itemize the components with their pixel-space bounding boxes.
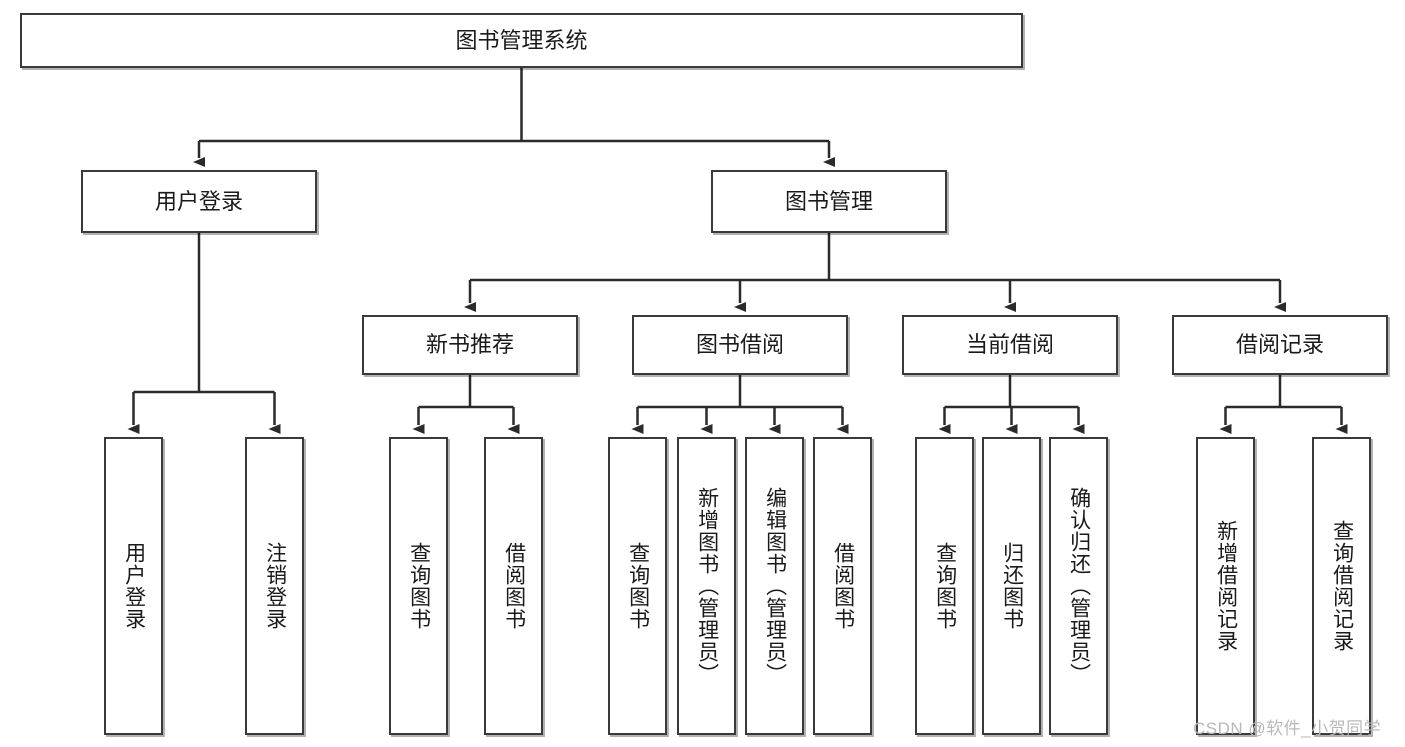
node-current-borrow-label: 当前借阅 <box>965 332 1054 358</box>
leaf-current-confirm-return[interactable]: 确认归还（管理员） <box>1049 437 1108 735</box>
leaf-borrow-borrow-book-label: 借阅图书 <box>831 542 855 630</box>
node-book-manage-label: 图书管理 <box>784 188 873 214</box>
leaf-current-return-book-label: 归还图书 <box>1000 542 1024 630</box>
node-borrow-record[interactable]: 借阅记录 <box>1172 315 1388 375</box>
node-book-manage[interactable]: 图书管理 <box>711 170 947 233</box>
leaf-record-query-borrow-record-label: 查询借阅记录 <box>1330 520 1354 652</box>
leaf-borrow-edit-book-label: 编辑图书（管理员） <box>763 487 787 685</box>
leaf-borrow-query-book[interactable]: 查询图书 <box>608 437 667 735</box>
node-user-login-label: 用户登录 <box>154 188 243 214</box>
node-current-borrow[interactable]: 当前借阅 <box>902 315 1118 375</box>
leaf-borrow-query-book-label: 查询图书 <box>626 542 650 630</box>
leaf-current-query-book[interactable]: 查询图书 <box>915 437 974 735</box>
leaf-user-logout-label: 注销登录 <box>263 542 287 630</box>
leaf-current-return-book[interactable]: 归还图书 <box>982 437 1041 735</box>
leaf-borrow-add-book-label: 新增图书（管理员） <box>695 487 719 685</box>
node-new-book-recommend[interactable]: 新书推荐 <box>362 315 578 375</box>
leaf-borrow-borrow-book[interactable]: 借阅图书 <box>813 437 872 735</box>
leaf-recommend-borrow-book-label: 借阅图书 <box>502 542 526 630</box>
node-new-book-recommend-label: 新书推荐 <box>425 332 514 358</box>
leaf-recommend-query-book-label: 查询图书 <box>407 542 431 630</box>
leaf-current-query-book-label: 查询图书 <box>933 542 957 630</box>
leaf-current-confirm-return-label: 确认归还（管理员） <box>1067 487 1091 685</box>
node-borrow-record-label: 借阅记录 <box>1235 332 1324 358</box>
leaf-record-add-borrow-record[interactable]: 新增借阅记录 <box>1196 437 1255 735</box>
leaf-record-add-borrow-record-label: 新增借阅记录 <box>1214 520 1238 652</box>
leaf-record-query-borrow-record[interactable]: 查询借阅记录 <box>1312 437 1371 735</box>
node-book-borrow-label: 图书借阅 <box>695 332 784 358</box>
node-root-label: 图书管理系统 <box>455 27 588 53</box>
leaf-borrow-add-book[interactable]: 新增图书（管理员） <box>677 437 736 735</box>
leaf-recommend-query-book[interactable]: 查询图书 <box>389 437 448 735</box>
leaf-borrow-edit-book[interactable]: 编辑图书（管理员） <box>745 437 804 735</box>
csdn-watermark: CSDN @软件_小贺同学 <box>1193 719 1382 738</box>
leaf-recommend-borrow-book[interactable]: 借阅图书 <box>484 437 543 735</box>
node-root[interactable]: 图书管理系统 <box>20 13 1023 68</box>
node-user-login[interactable]: 用户登录 <box>81 170 317 233</box>
node-book-borrow[interactable]: 图书借阅 <box>632 315 848 375</box>
leaf-user-login-label: 用户登录 <box>122 542 146 630</box>
leaf-user-login[interactable]: 用户登录 <box>104 437 163 735</box>
leaf-user-logout[interactable]: 注销登录 <box>245 437 304 735</box>
